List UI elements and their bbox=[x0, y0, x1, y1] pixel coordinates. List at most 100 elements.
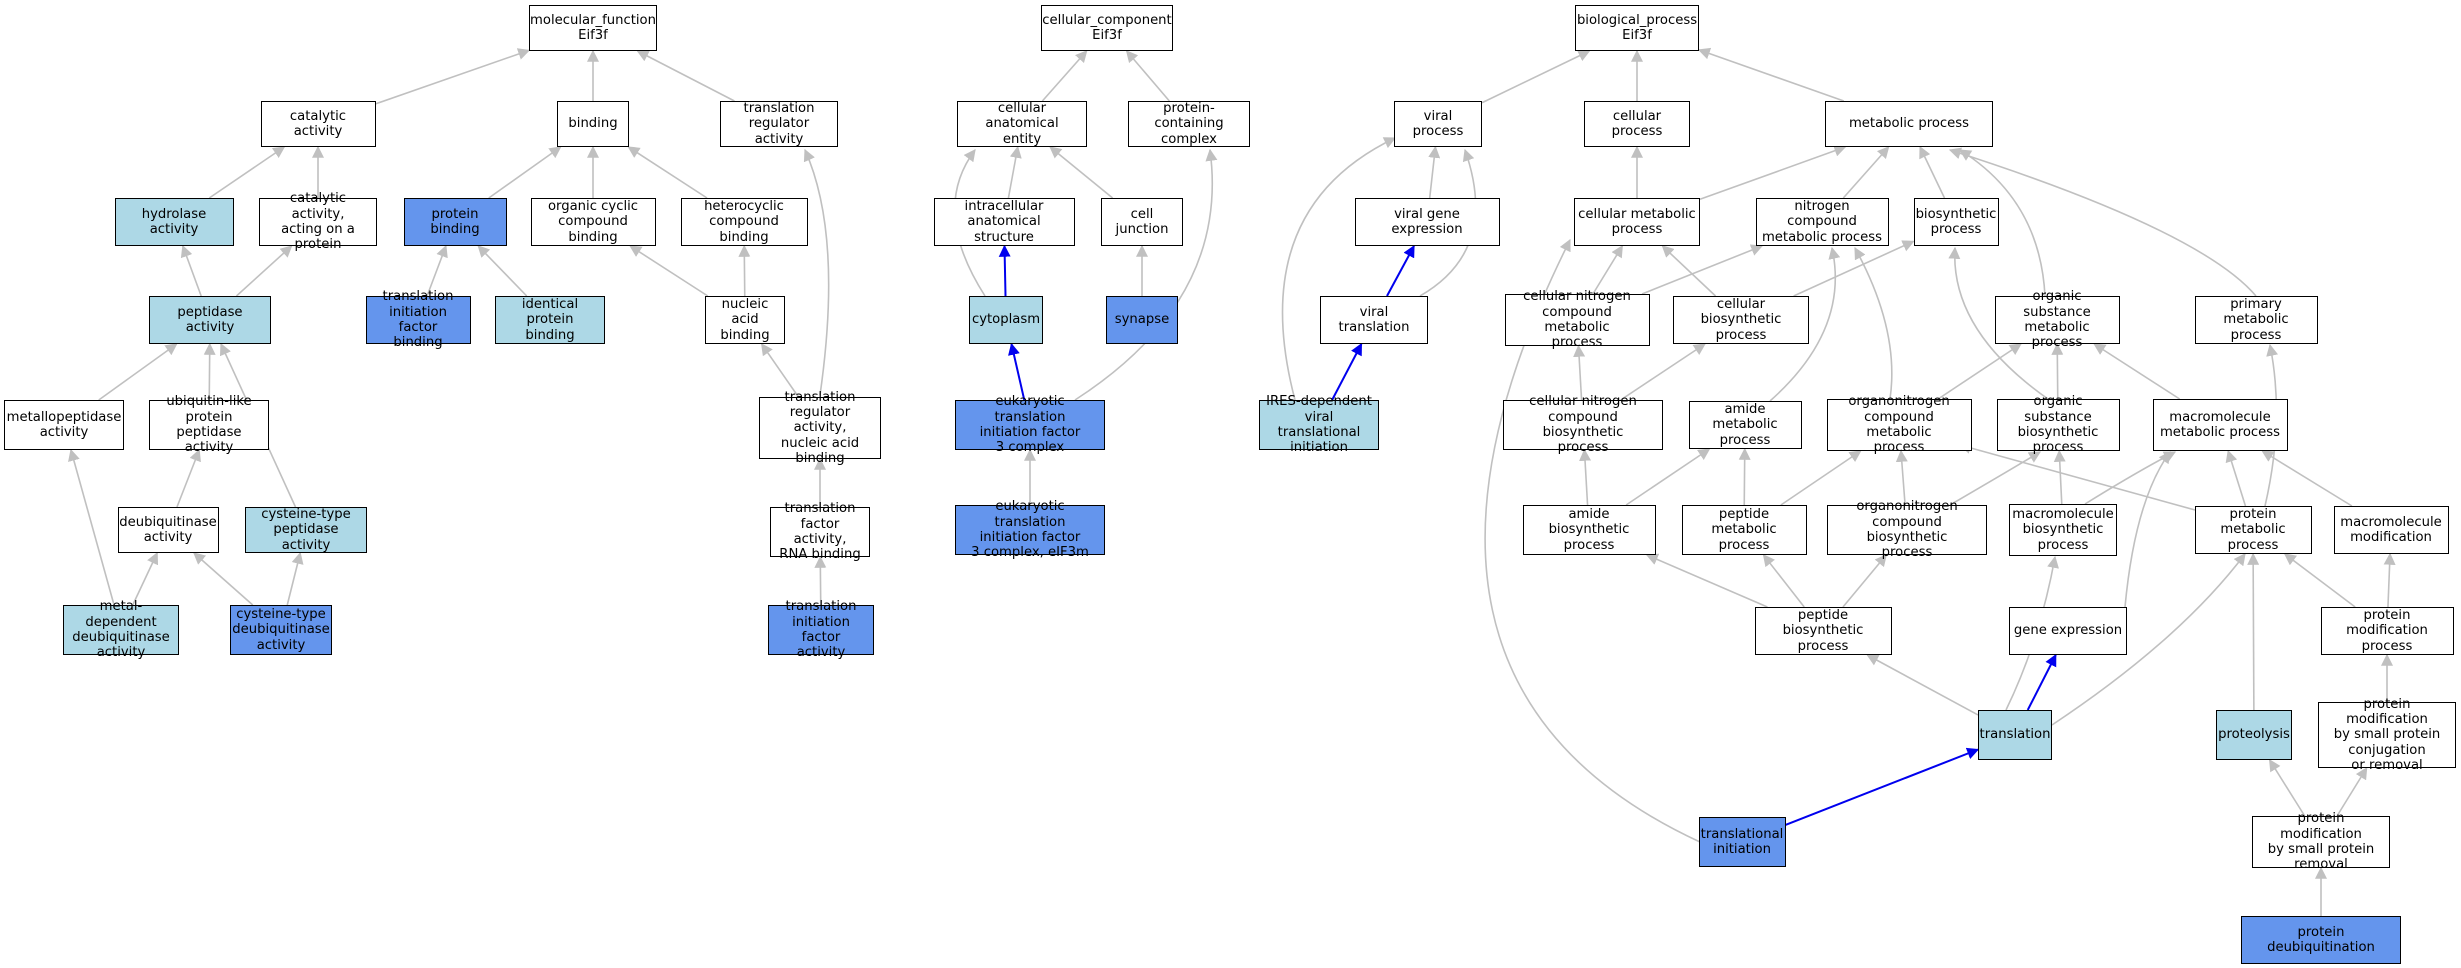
edge-abp-to-cncbp bbox=[1579, 448, 1592, 506]
go-term-occb: organic cyclic compound binding bbox=[530, 198, 656, 246]
go-term-mdub: metal-dependent deubiquitinase activity bbox=[63, 599, 179, 660]
go-term-pcc: protein-containing complex bbox=[1128, 101, 1250, 147]
go-term-osbp: organic substance biosynthetic process bbox=[1996, 394, 2120, 455]
edge-cbp-to-cmp bbox=[1661, 245, 1717, 297]
go-term-pep: peptidase activity bbox=[149, 296, 271, 344]
go-term-pbind: protein binding bbox=[403, 198, 507, 246]
edge-mp-to-bp bbox=[1697, 47, 1845, 102]
go-term-ubl: ubiquitin-like protein peptidase activit… bbox=[149, 394, 269, 455]
edge-oncbp-to-oncmp bbox=[1895, 449, 1908, 506]
edge-cdub-to-cysp bbox=[286, 551, 304, 606]
go-term-ge: gene expression bbox=[2009, 607, 2127, 655]
edge-cdub-to-dub bbox=[193, 552, 254, 606]
edge-trnab-to-nab bbox=[760, 343, 800, 398]
go-term-amp: amide metabolic process bbox=[1688, 401, 1802, 449]
edge-nab-to-hcb bbox=[738, 244, 751, 297]
edge-cncmp-to-ncmp bbox=[1641, 244, 1764, 295]
edge-tifb-to-pbind bbox=[426, 244, 448, 297]
edge-ires-to-vp bbox=[1281, 137, 1397, 401]
go-term-hcb: heterocyclic compound binding bbox=[680, 198, 808, 246]
edge-cncbp-to-cncmp bbox=[1573, 344, 1586, 401]
go-term-abp: amide biosynthetic process bbox=[1522, 505, 1656, 555]
edge-hcb-to-bind bbox=[627, 146, 708, 199]
go-term-cae: cellular anatomical entity bbox=[957, 101, 1087, 147]
edge-vp-to-bp bbox=[1481, 50, 1591, 104]
go-term-mmp: macromolecule metabolic process bbox=[2152, 399, 2288, 451]
go-term-bind: binding bbox=[557, 101, 629, 147]
edge-pcc-to-cc bbox=[1125, 50, 1170, 102]
go-term-mp: metabolic process bbox=[1825, 101, 1993, 147]
go-term-cbp: cellular biosynthetic process bbox=[1673, 296, 1809, 344]
go-term-metp: metallopeptidase activity bbox=[4, 400, 124, 450]
edge-transl-to-pepbp bbox=[1866, 654, 1979, 716]
edge-tinit-to-cmp bbox=[1484, 238, 1701, 843]
edge-cyto-to-ias bbox=[998, 244, 1011, 297]
edge-oncbp-to-osbp bbox=[1949, 451, 2042, 506]
edge-protmp-to-oncmp bbox=[1958, 442, 2196, 511]
edge-cat-to-mf bbox=[375, 48, 531, 105]
go-term-trreg: translation regulator activity bbox=[720, 101, 838, 147]
go-term-pmp: primary metabolic process bbox=[2194, 296, 2318, 344]
go-term-pepbp: peptide biosynthetic process bbox=[1754, 607, 1892, 655]
go-term-cj: cell junction bbox=[1101, 198, 1183, 246]
go-term-pdub: protein deubiquitination bbox=[2241, 916, 2401, 964]
go-term-tinit: translational initiation bbox=[1698, 817, 1786, 867]
edge-pbind-to-bind bbox=[488, 146, 562, 199]
go-term-oncmp: organonitrogen compound metabolic proces… bbox=[1826, 394, 1972, 455]
go-term-transl: translation bbox=[1978, 710, 2052, 760]
go-term-pmod: protein modification process bbox=[2320, 607, 2454, 655]
go-term-prot: proteolysis bbox=[2216, 710, 2292, 760]
edge-dub-to-ubl bbox=[176, 448, 201, 508]
go-term-nab: nucleic acid binding bbox=[705, 296, 785, 344]
edge-oncmp-to-osmp bbox=[1937, 343, 2022, 400]
go-term-ias: intracellular anatomical structure bbox=[933, 198, 1075, 246]
edge-vge-to-vp bbox=[1428, 145, 1441, 199]
edge-ge-to-mmp bbox=[2124, 451, 2171, 608]
edge-metp-to-pep bbox=[98, 343, 178, 401]
edge-ncmp-to-mp bbox=[1842, 146, 1890, 199]
edge-mmp-to-osmp bbox=[2093, 343, 2181, 400]
edge-cmp-to-mp bbox=[1699, 145, 1847, 201]
edge-cae-to-cc bbox=[1041, 50, 1088, 102]
go-term-cp: cellular process bbox=[1584, 101, 1690, 147]
edge-pmod-to-mmod bbox=[2383, 552, 2396, 608]
go-term-dub: deubiquitinase activity bbox=[117, 507, 219, 553]
edge-cncbp-to-cbp bbox=[1620, 343, 1706, 401]
edge-ias-to-cae bbox=[1007, 145, 1022, 199]
edge-osbp-to-biosyn bbox=[1948, 246, 2049, 400]
edge-cj-to-cae bbox=[1049, 146, 1114, 199]
go-term-oncbp: organonitrogen compound biosynthetic pro… bbox=[1827, 499, 1987, 560]
go-term-cyto: cytoplasm bbox=[969, 296, 1043, 344]
go-term-bp: biological_process Eif3f bbox=[1575, 5, 1699, 51]
edge-mbp-to-mmp bbox=[2084, 451, 2177, 505]
go-term-tifa: translation initiation factor activity bbox=[768, 599, 874, 660]
go-term-tfrna: translation factor activity, RNA binding bbox=[770, 501, 870, 562]
edge-transl-to-protmp bbox=[2051, 553, 2246, 726]
edge-trreg-to-mf bbox=[636, 50, 735, 102]
go-term-cysp: cysteine-type peptidase activity bbox=[245, 507, 367, 553]
go-term-cdub: cysteine-type deubiquitinase activity bbox=[230, 605, 332, 655]
edge-pepbp-to-abp bbox=[1645, 553, 1768, 608]
edge-biosyn-to-mp bbox=[1919, 145, 1946, 199]
edge-pepmp-to-amp bbox=[1738, 447, 1751, 506]
edge-osmp-to-mp bbox=[1958, 149, 2046, 297]
edge-idpb-to-pbind bbox=[477, 245, 528, 297]
go-term-eif3: eukaryotic translation initiation factor… bbox=[955, 394, 1105, 455]
go-term-trnab: translation regulator activity, nucleic … bbox=[759, 390, 881, 466]
edge-transl-to-ge bbox=[2026, 653, 2057, 711]
go-term-syn: synapse bbox=[1106, 296, 1178, 344]
go-term-mf: molecular_function Eif3f bbox=[529, 5, 657, 51]
edge-pmp-to-mp bbox=[1948, 147, 2257, 297]
go-term-pepmp: peptide metabolic process bbox=[1681, 505, 1807, 555]
edge-pepmp-to-oncmp bbox=[1780, 450, 1862, 506]
go-term-cat: catalytic activity bbox=[260, 101, 376, 147]
edge-eif3-to-pcc bbox=[1074, 148, 1218, 401]
edge-pepbp-to-oncbp bbox=[1842, 554, 1887, 608]
go-term-vt: viral translation bbox=[1320, 296, 1428, 344]
edge-mbp-to-osbp bbox=[2053, 449, 2066, 505]
edge-hyd-to-cat bbox=[208, 146, 286, 199]
go-term-biosyn: biosynthetic process bbox=[1913, 198, 1999, 246]
go-term-cncmp: cellular nitrogen compound metabolic pro… bbox=[1504, 289, 1650, 350]
